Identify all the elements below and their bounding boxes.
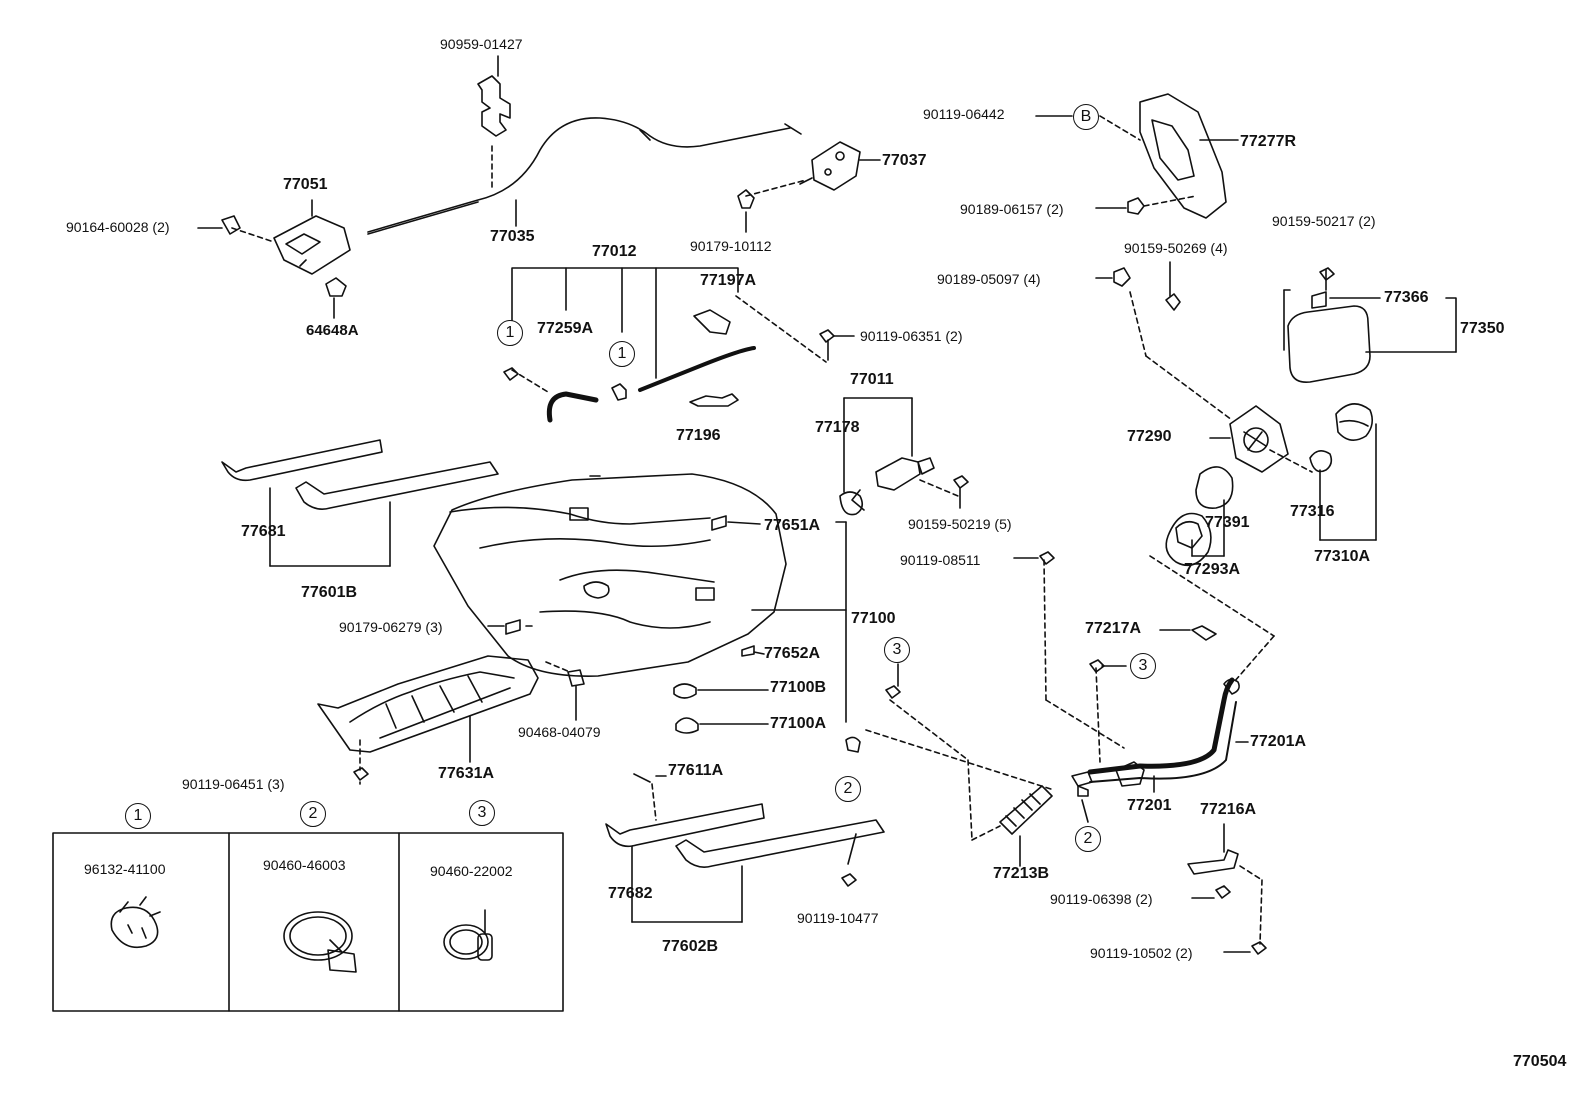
fuel-lid-inner-panel-drawing xyxy=(1035,93,1239,219)
label-90468-04079: 90468-04079 xyxy=(518,724,601,740)
marker-2-legend: 2 xyxy=(300,801,326,827)
label-77196: 77196 xyxy=(676,427,721,444)
label-90119-06351: 90119-06351 (2) xyxy=(860,328,963,344)
label-77391: 77391 xyxy=(1205,514,1250,531)
label-77217A: 77217A xyxy=(1085,620,1142,637)
fastener-legend-box xyxy=(52,832,564,1012)
label-77051: 77051 xyxy=(283,176,328,193)
label-77681: 77681 xyxy=(241,523,286,540)
label-90179-06279: 90179-06279 (3) xyxy=(339,619,443,635)
label-77012: 77012 xyxy=(592,243,637,260)
fuel-filler-lid-drawing xyxy=(1283,267,1457,384)
label-77201A: 77201A xyxy=(1250,733,1307,750)
label-77178: 77178 xyxy=(815,419,860,436)
label-77631A: 77631A xyxy=(438,765,495,782)
marker-3-pipe: 3 xyxy=(1130,653,1156,679)
fuel-tank-drawing xyxy=(433,473,847,723)
label-77611A: 77611A xyxy=(668,762,724,779)
label-77277R: 77277R xyxy=(1240,133,1297,150)
label-90959-01427: 90959-01427 xyxy=(440,36,523,52)
tank-strap-lower-drawing xyxy=(605,773,885,923)
filler-opening-drawing xyxy=(1095,261,1313,473)
label-90119-06398: 90119-06398 (2) xyxy=(1050,891,1153,907)
label-64648A: 64648A xyxy=(306,322,359,339)
label-77350: 77350 xyxy=(1460,320,1505,337)
filler-pipe-bracket-drawing xyxy=(1187,823,1267,955)
tank-cushion-pads-drawing xyxy=(673,683,861,753)
label-77201: 77201 xyxy=(1127,797,1172,814)
marker-3-tank: 3 xyxy=(884,637,910,663)
label-77259A: 77259A xyxy=(537,320,594,337)
filler-hose-drawing xyxy=(865,663,1055,867)
label-77100B: 77100B xyxy=(770,679,827,696)
heat-insulator-drawing xyxy=(317,655,585,785)
marker-1-upper-left: 1 xyxy=(497,320,523,346)
label-77100A: 77100A xyxy=(770,715,827,732)
label-90460-46003: 90460-46003 xyxy=(263,857,346,873)
label-90119-10502: 90119-10502 (2) xyxy=(1090,945,1193,961)
label-90460-22002: 90460-22002 xyxy=(430,863,513,879)
label-77216A: 77216A xyxy=(1200,801,1257,818)
label-77197A: 77197A xyxy=(700,272,757,289)
label-77011: 77011 xyxy=(850,371,894,388)
marker-1-legend: 1 xyxy=(125,803,151,829)
marker-3-legend: 3 xyxy=(469,800,495,826)
marker-b: B xyxy=(1073,104,1099,130)
lock-assembly-77037-drawing xyxy=(737,141,881,233)
marker-1-upper-right: 1 xyxy=(609,341,635,367)
label-77601B: 77601B xyxy=(301,584,358,601)
label-77035: 77035 xyxy=(490,228,535,245)
filler-gasket-drawing xyxy=(1149,466,1275,683)
label-90164-60028: 90164-60028 (2) xyxy=(66,219,170,235)
marker-2-tank: 2 xyxy=(835,776,861,802)
label-77316: 77316 xyxy=(1290,503,1335,520)
label-90159-50269: 90159-50269 (4) xyxy=(1124,240,1228,256)
leader-lines xyxy=(487,475,601,627)
label-90159-50219: 90159-50219 (5) xyxy=(908,516,1012,532)
label-77213B: 77213B xyxy=(993,865,1050,882)
label-90189-05097: 90189-05097 (4) xyxy=(937,271,1041,287)
label-77652A: 77652A xyxy=(764,645,821,662)
label-77037: 77037 xyxy=(882,152,927,169)
tank-strap-upper-drawing xyxy=(221,439,499,567)
marker-2-pipe: 2 xyxy=(1075,826,1101,852)
label-90159-50217: 90159-50217 (2) xyxy=(1272,213,1376,229)
label-77602B: 77602B xyxy=(662,938,719,955)
label-77100: 77100 xyxy=(851,610,896,627)
figure-code: 770504 xyxy=(1513,1053,1567,1070)
label-77366: 77366 xyxy=(1384,289,1429,306)
label-90179-10112: 90179-10112 xyxy=(690,238,772,254)
bracket-77051-drawing xyxy=(197,199,351,319)
cable-clamp-drawing xyxy=(477,55,511,137)
label-77682: 77682 xyxy=(608,885,653,902)
label-90119-06451: 90119-06451 (3) xyxy=(182,776,285,792)
label-77651A: 77651A xyxy=(764,517,821,534)
label-90119-10477: 90119-10477 xyxy=(797,910,879,926)
band-clamp-small-drawing xyxy=(443,909,493,961)
band-clamp-large-drawing xyxy=(283,911,357,973)
label-90189-06157: 90189-06157 (2) xyxy=(960,201,1064,217)
fuel-sender-gauge-drawing xyxy=(839,397,969,516)
label-96132-41100: 96132-41100 xyxy=(84,861,166,877)
filler-pipe-drawing xyxy=(1013,551,1249,823)
breather-tube-group-drawing xyxy=(503,267,855,423)
label-77293A: 77293A xyxy=(1184,561,1241,578)
label-90119-08511: 90119-08511 xyxy=(900,552,981,568)
fuel-lid-opener-cable-drawing xyxy=(367,117,802,235)
label-77310A: 77310A xyxy=(1314,548,1371,565)
label-77290: 77290 xyxy=(1127,428,1172,445)
fuel-tank-cap-drawing xyxy=(1309,403,1377,541)
clip-clamp-drawing xyxy=(110,896,161,949)
label-90119-06442: 90119-06442 xyxy=(923,106,1005,122)
